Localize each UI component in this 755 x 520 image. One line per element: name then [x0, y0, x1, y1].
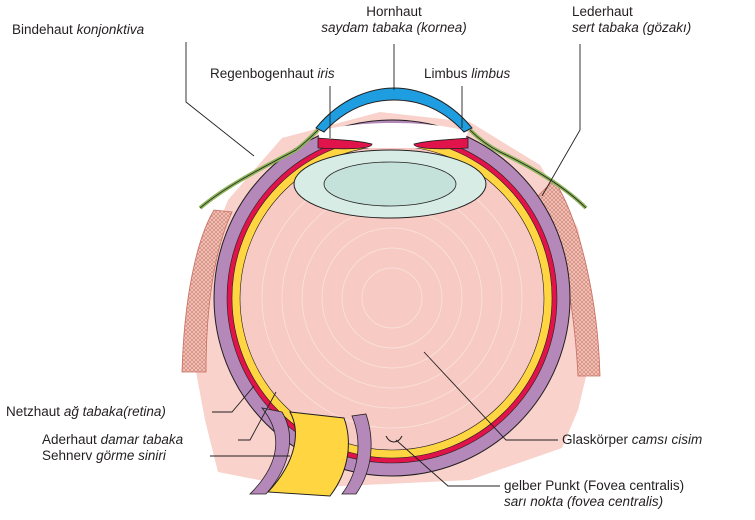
label-sclera: Lederhaut sert tabaka (gözakı) — [572, 4, 691, 36]
lens-nucleus — [324, 162, 456, 206]
label-optic-nerve-tr: görme siniri — [96, 448, 166, 463]
label-conjunctiva: Bindehaut konjonktiva — [12, 22, 144, 38]
label-conjunctiva-de: Bindehaut — [12, 22, 73, 37]
label-fovea: gelber Punkt (Fovea centralis) sarı nokt… — [504, 478, 684, 510]
label-sclera-de: Lederhaut — [572, 4, 691, 20]
label-iris: Regenbogenhaut iris — [210, 66, 335, 82]
label-optic-nerve-de: Sehnerv — [42, 448, 92, 463]
label-retina: Netzhaut ağ tabaka(retina) — [6, 404, 166, 420]
label-vitreous: Glaskörper camsı cisim — [562, 432, 702, 448]
label-iris-tr: iris — [317, 66, 334, 81]
label-retina-tr: ağ tabaka(retina) — [64, 404, 166, 419]
label-vitreous-tr: camsı cisim — [632, 432, 703, 447]
label-optic-nerve: Sehnerv görme siniri — [42, 448, 166, 464]
label-choroid-de: Aderhaut — [42, 432, 97, 447]
label-conjunctiva-tr: konjonktiva — [77, 22, 145, 37]
label-fovea-tr: sarı nokta (fovea centralis) — [504, 494, 684, 510]
label-limbus-de: Limbus — [424, 66, 468, 81]
label-iris-de: Regenbogenhaut — [210, 66, 314, 81]
label-cornea-de: Hornhaut — [294, 4, 494, 20]
label-cornea-tr: saydam tabaka (kornea) — [294, 20, 494, 36]
label-choroid: Aderhaut damar tabaka — [42, 432, 183, 448]
label-choroid-tr: damar tabaka — [101, 432, 184, 447]
label-limbus: Limbus limbus — [424, 66, 510, 82]
label-fovea-de: gelber Punkt (Fovea centralis) — [504, 478, 684, 494]
leader-conjunctiva — [186, 42, 254, 156]
label-limbus-tr: limbus — [471, 66, 510, 81]
label-vitreous-de: Glaskörper — [562, 432, 628, 447]
label-cornea: Hornhaut saydam tabaka (kornea) — [294, 4, 494, 36]
leader-sclera — [542, 44, 580, 196]
label-retina-de: Netzhaut — [6, 404, 60, 419]
label-sclera-tr: sert tabaka (gözakı) — [572, 20, 691, 36]
